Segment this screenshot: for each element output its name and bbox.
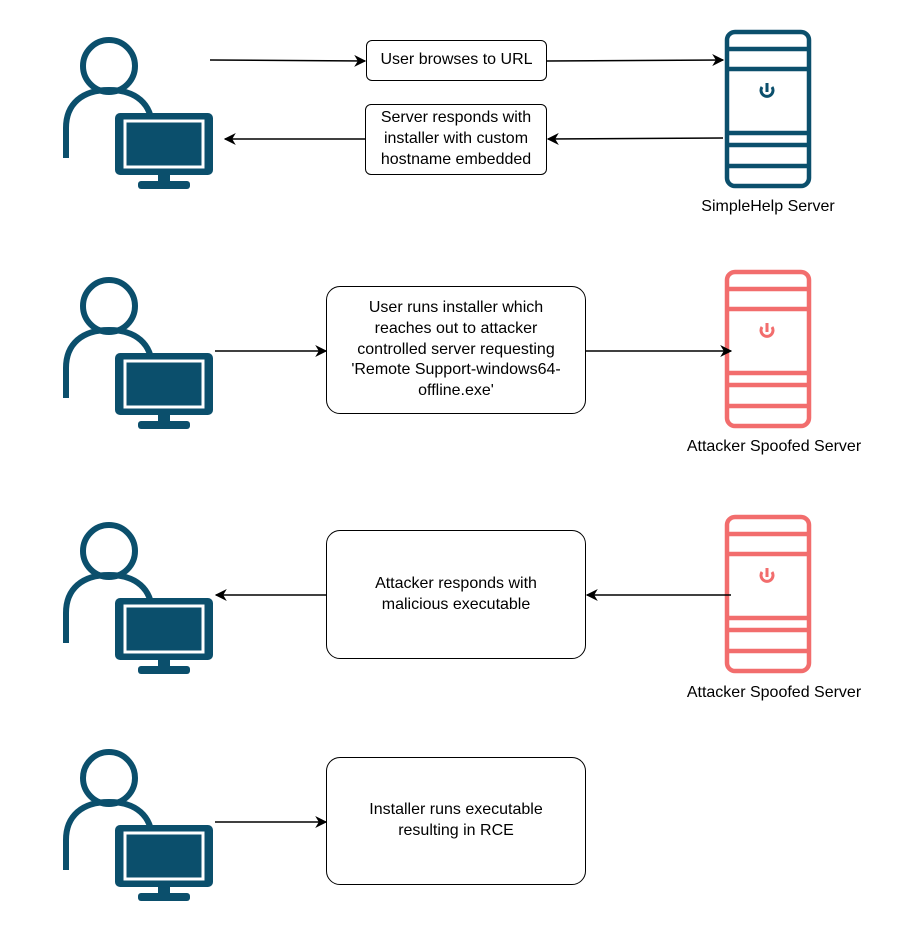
arrow-box-to-server	[546, 54, 725, 67]
request-label: User browses to URL	[380, 51, 533, 69]
simplehelp-server-label: SimpleHelp Server	[701, 198, 835, 215]
attacker-server-label: Attacker Spoofed Server	[686, 438, 862, 455]
user-computer-icon	[66, 525, 213, 674]
attacker-server-icon	[727, 272, 809, 426]
installer-request-label: User runs installer which reaches out to…	[351, 299, 561, 400]
user-computer-icon	[66, 40, 213, 189]
request-box: User browses to URL	[366, 40, 547, 81]
response-box: Server responds with installer with cust…	[365, 104, 547, 175]
arrow-user-to-box	[209, 54, 367, 67]
attacker-server-icon	[727, 517, 809, 671]
simplehelp-server-icon	[727, 32, 809, 186]
malicious-response-label: Attacker responds with malicious executa…	[375, 574, 537, 613]
rce-label: Installer runs executable resulting in R…	[369, 801, 543, 839]
user-computer-icon	[66, 280, 213, 429]
arrow-server-to-box	[546, 132, 724, 145]
response-label: Server responds with installer with cust…	[380, 109, 532, 168]
attacker-server-label: Attacker Spoofed Server	[686, 684, 862, 701]
user-computer-icon	[66, 752, 213, 901]
rce-box: Installer runs executable resulting in R…	[326, 757, 586, 885]
malicious-response-box: Attacker responds with malicious executa…	[326, 530, 586, 659]
installer-request-box: User runs installer which reaches out to…	[326, 286, 586, 414]
